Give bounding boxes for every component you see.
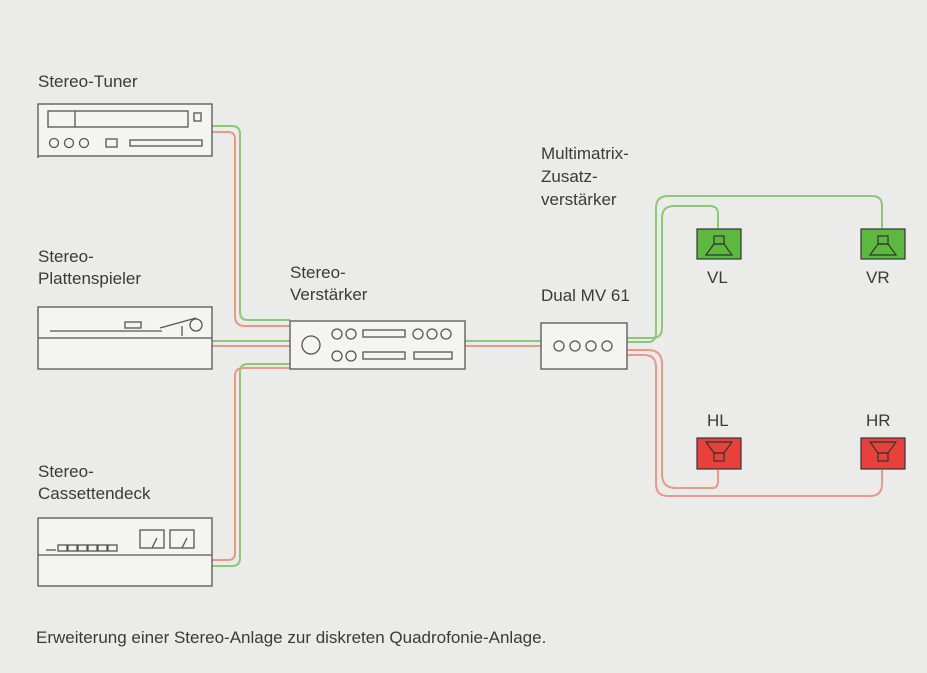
multimatrix-label-line1: Multimatrix-	[541, 144, 629, 163]
speaker-hr-label: HR	[866, 411, 891, 430]
speaker-vl-label: VL	[707, 268, 728, 287]
cable-tuner-green	[212, 125, 290, 321]
amplifier-label-line1: Stereo-	[290, 263, 346, 282]
cables	[212, 125, 883, 567]
speaker-hr-icon	[860, 437, 906, 470]
tuner-label: Stereo-Tuner	[38, 72, 138, 91]
amplifier-label-line2: Verstärker	[290, 285, 368, 304]
cable-mv61-hr	[627, 354, 883, 497]
cassette-label-line1: Stereo-	[38, 462, 94, 481]
cassette-device	[37, 517, 213, 587]
cable-cassette-red	[212, 367, 290, 561]
speaker-hl-icon	[696, 437, 742, 470]
speaker-hl-label: HL	[707, 411, 729, 430]
cassette-label-line2: Cassettendeck	[38, 484, 151, 503]
turntable-label-line2: Plattenspieler	[38, 269, 142, 288]
tuner-device	[37, 103, 213, 158]
cable-mv61-hl	[627, 349, 719, 489]
cable-tuner-red	[212, 131, 290, 327]
speaker-vr-icon	[860, 228, 906, 260]
turntable-device	[37, 306, 213, 370]
speaker-vr-label: VR	[866, 268, 890, 287]
cable-mv61-vl	[627, 205, 719, 339]
cable-mv61-vr	[627, 195, 883, 343]
multimatrix-label-line2: Zusatz-	[541, 167, 598, 186]
diagram-caption: Erweiterung einer Stereo-Anlage zur disk…	[36, 628, 547, 647]
turntable-label-line1: Stereo-	[38, 247, 94, 266]
model-label: Dual MV 61	[541, 286, 630, 305]
mv61-device	[540, 322, 628, 370]
cable-cassette-green	[212, 363, 290, 567]
amplifier-device	[289, 320, 466, 370]
multimatrix-label-line3: verstärker	[541, 190, 617, 209]
speaker-vl-icon	[696, 228, 742, 260]
